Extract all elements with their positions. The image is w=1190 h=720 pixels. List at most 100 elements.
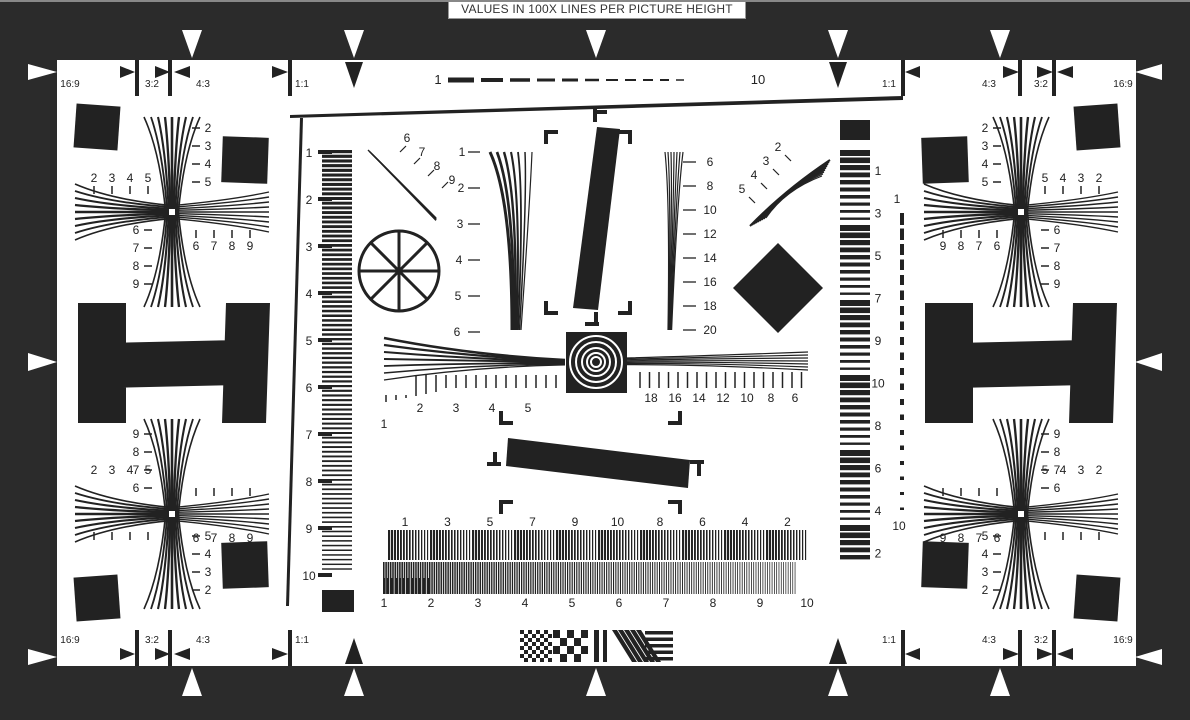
h-wedge-line — [626, 357, 809, 361]
inner-triangle-marker — [829, 638, 847, 664]
diag-tick — [772, 168, 780, 176]
right-ladder-bar — [840, 427, 870, 431]
bottom-bar — [718, 562, 720, 594]
bottom-bar — [792, 562, 794, 594]
frame-edge-line — [135, 630, 139, 666]
bottom-bar — [550, 562, 553, 594]
left-ladder-bar — [322, 446, 352, 449]
bottom-bar — [661, 562, 663, 594]
edge-arrow — [1037, 66, 1053, 78]
star-fan-line — [992, 116, 1016, 213]
bottom-bar — [408, 562, 410, 594]
bottom-bar — [769, 562, 771, 594]
star-fan-line — [1020, 514, 1119, 520]
right-ladder-bar — [840, 150, 870, 156]
edge-arrow — [1057, 648, 1073, 660]
star-fan-line — [177, 116, 201, 213]
t-marker — [594, 312, 598, 326]
bottom-bar — [469, 530, 471, 560]
bottom-bar — [574, 530, 576, 560]
bottom-bar — [479, 562, 481, 594]
bottom-bar — [599, 562, 601, 594]
bottom-bar — [754, 530, 756, 560]
star-label: 6 — [133, 223, 140, 237]
star-fan-line — [74, 498, 173, 512]
left-ladder-bar — [322, 436, 352, 439]
bottom-bar — [493, 562, 495, 594]
left-ladder-bar — [322, 333, 352, 336]
bottom-upper-label: 6 — [699, 515, 706, 529]
star-fan-line — [74, 212, 173, 221]
star-label: 6 — [1054, 223, 1061, 237]
top-scale-dash — [537, 78, 555, 82]
left-scale-tick — [318, 526, 332, 530]
label-16-9: 16:9 — [60, 635, 80, 646]
right-scale-label: 6 — [875, 462, 882, 476]
star-fan-line — [156, 211, 170, 308]
star-label: 5 — [145, 463, 152, 477]
bottom-bar — [433, 562, 436, 594]
right-ladder-bar — [840, 240, 870, 246]
bottom-bar — [478, 530, 481, 560]
side-triangle-marker — [28, 353, 57, 371]
bottom-bar — [418, 530, 420, 560]
h-shape-left — [78, 303, 270, 423]
edge-arrow — [155, 66, 170, 78]
bottom-bar — [569, 562, 571, 594]
side-triangle-marker — [28, 64, 57, 80]
checker-cell — [560, 654, 567, 662]
gray-square — [73, 103, 121, 151]
bottom-bar — [417, 562, 420, 594]
right-ladder-bar — [840, 232, 870, 239]
star-label: 5 — [982, 529, 989, 543]
bottom-bar — [771, 562, 773, 594]
left-ladder-bar — [322, 479, 352, 481]
bottom-upper-label: 9 — [572, 515, 579, 529]
bottom-bar — [461, 562, 463, 594]
checker-cell — [532, 658, 536, 662]
star-fan-line — [74, 485, 173, 509]
left-ladder-bar — [322, 173, 352, 177]
star-fan-line — [1005, 116, 1019, 213]
top-triangle-marker — [586, 30, 606, 58]
top-scale-label: 1 — [434, 72, 441, 87]
bottom-bar — [595, 530, 597, 560]
star-label: 3 — [109, 463, 116, 477]
bottom-bar — [508, 530, 510, 560]
checker-cell — [536, 654, 540, 658]
bottom-bar — [556, 530, 559, 560]
star-label: 4 — [1060, 463, 1067, 477]
h-wedge-line — [626, 360, 809, 362]
right-ladder-bar — [840, 337, 870, 342]
bottom-bar — [395, 578, 397, 594]
bottom-bar — [486, 562, 488, 594]
bottom-bar — [472, 530, 475, 560]
star-label: 9 — [1054, 277, 1061, 291]
star-fan-line — [156, 116, 170, 213]
gray-square — [921, 136, 969, 184]
right-ladder-bar — [840, 285, 870, 288]
pattern-stripe — [645, 631, 673, 635]
h-wedge-line — [626, 354, 809, 360]
diag-stripe — [624, 630, 649, 662]
diag-label: 9 — [449, 173, 456, 187]
t-marker — [593, 108, 597, 122]
diag-label: 4 — [751, 168, 758, 182]
bottom-bar — [763, 530, 765, 560]
wedge-label: 4 — [456, 253, 463, 267]
bottom-bar — [794, 562, 796, 594]
star-label: 7 — [133, 241, 140, 255]
star-fan-line — [923, 514, 1022, 523]
side-triangle-marker — [1135, 649, 1162, 665]
star-fan-line — [1021, 513, 1030, 610]
right-ladder-bar — [840, 540, 870, 546]
left-ladder-bar — [322, 493, 352, 495]
bottom-bar — [739, 562, 741, 594]
bottom-bar — [742, 530, 744, 560]
right-ladder-bar — [840, 375, 870, 381]
bottom-bar — [721, 562, 722, 594]
bottom-bar — [573, 562, 576, 594]
bottom-bar — [709, 562, 711, 594]
left-ladder-bar — [322, 211, 352, 215]
